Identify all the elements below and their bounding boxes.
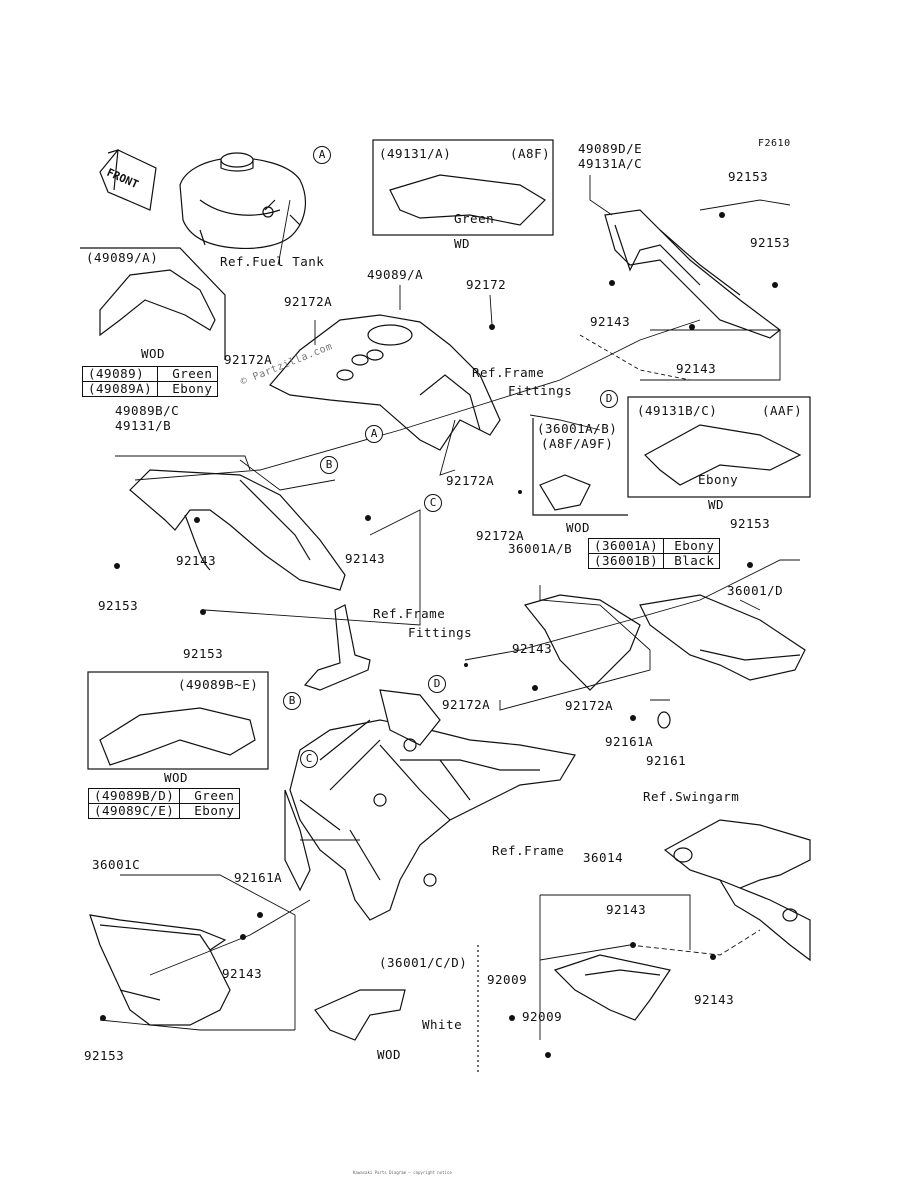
tank-cover-drawing: [269, 314, 501, 451]
front-arrow-icon: [99, 149, 157, 211]
part-label: 92143: [694, 992, 735, 1007]
callout-c-shroud: C: [424, 494, 442, 512]
inset-color: Green: [454, 211, 495, 226]
color-table-36001: (36001A)Ebony (36001B)Black: [587, 538, 721, 569]
inset-tag: WOD: [566, 520, 591, 535]
inset-tag: WD: [454, 236, 471, 251]
ref-frame-fittings-2b: Fittings: [408, 625, 473, 640]
inset-frame-36001ab: [532, 418, 628, 516]
side-cover-drawing: [523, 594, 806, 729]
part-label: 92172: [466, 277, 507, 292]
ref-frame: Ref.Frame: [492, 843, 565, 858]
part-label: 92172A: [442, 697, 491, 712]
part-label: 92161A: [234, 870, 283, 885]
part-label: 92143: [512, 641, 553, 656]
inset-code: (36001A/B): [537, 421, 618, 436]
part-label: 92153: [84, 1048, 125, 1063]
inset-tag: WOD: [164, 770, 189, 785]
part-label: 49131/B: [115, 418, 172, 433]
inset-box-49089be: [87, 671, 269, 770]
ref-frame-fittings-1: Ref.Frame: [472, 365, 545, 380]
part-label: 92161: [646, 753, 687, 768]
frame-fittings-drawing: [303, 604, 371, 691]
part-label: 92143: [345, 551, 386, 566]
part-label: 49089B/C: [115, 403, 180, 418]
right-shroud-drawing: [604, 209, 781, 339]
part-label: 92161A: [605, 734, 654, 749]
ref-frame-fittings-2: Ref.Frame: [373, 606, 446, 621]
inset-tag: WD: [708, 497, 725, 512]
inset-code: (49131/A): [379, 146, 452, 161]
part-label: 92172A: [476, 528, 525, 543]
part-label: 92172A: [284, 294, 333, 309]
part-label: 92009: [522, 1009, 563, 1024]
hardware-dots: [100, 212, 778, 1058]
inset-box-49131bc: [627, 396, 811, 498]
inset-variant: (A8F/A9F): [541, 436, 614, 451]
lower-left-cover-drawing: [89, 914, 231, 1026]
part-label: 92143: [676, 361, 717, 376]
part-label: 92172A: [224, 352, 273, 367]
inset-color: Ebony: [698, 472, 739, 487]
part-label: 92009: [487, 972, 528, 987]
left-shroud-drawing: [129, 469, 346, 591]
part-label: 92172A: [446, 473, 495, 488]
part-label: 92143: [222, 966, 263, 981]
leader-lines: [99, 175, 800, 1040]
part-label: 92153: [730, 516, 771, 531]
inset-code: (49131B/C): [637, 403, 718, 418]
frame-drawing: [284, 689, 576, 921]
callout-d-frame: D: [428, 675, 446, 693]
figure-code: F2610: [758, 138, 791, 149]
swingarm-drawing: [663, 819, 811, 962]
part-label: 36014: [583, 850, 624, 865]
part-label: 49089D/E: [578, 141, 643, 156]
part-label: 49089/A: [367, 267, 424, 282]
part-label: 92143: [176, 553, 217, 568]
chain-cover-drawing: [553, 954, 671, 1021]
part-label: 92143: [590, 314, 631, 329]
inset-code: (36001/C/D): [379, 955, 468, 970]
ref-swingarm: Ref.Swingarm: [643, 789, 740, 804]
inset-tag: WOD: [141, 346, 166, 361]
inset-color: White: [422, 1017, 463, 1032]
inset-code: (49089B~E): [178, 677, 259, 692]
callout-b-shroud: B: [320, 456, 338, 474]
inset-frame-49089a: [80, 247, 226, 360]
fuel-tank-drawing: [179, 152, 307, 250]
inset-variant: (A8F): [510, 146, 551, 161]
color-table-49089: (49089)Green (49089A)Ebony: [81, 366, 219, 397]
inset-variant: (AAF): [762, 403, 803, 418]
part-label: 36001A/B: [508, 541, 573, 556]
callout-d-cover: D: [600, 390, 618, 408]
callout-a-cover: A: [365, 425, 383, 443]
inset-code: (49089/A): [86, 250, 159, 265]
part-label: 92153: [728, 169, 769, 184]
inset-tag: WOD: [377, 1047, 402, 1062]
part-label: 92153: [750, 235, 791, 250]
callout-a-tank: A: [313, 146, 331, 164]
callout-c-frame: C: [300, 750, 318, 768]
inset-box-49131a: [372, 139, 554, 236]
part-label: 36001C: [92, 857, 141, 872]
color-table-49089be: (49089B/D)Green (49089C/E)Ebony: [87, 788, 241, 819]
ref-fuel-tank: Ref.Fuel Tank: [220, 254, 325, 269]
part-label: 36001/D: [727, 583, 784, 598]
ref-frame-fittings-1b: Fittings: [508, 383, 573, 398]
footer-text: Kawasaki Parts Diagram — copyright notic…: [353, 1170, 452, 1175]
part-label: 49131A/C: [578, 156, 643, 171]
part-label: 92143: [606, 902, 647, 917]
callout-b-fitting: B: [283, 692, 301, 710]
part-label: 92153: [183, 646, 224, 661]
part-label: 92172A: [565, 698, 614, 713]
part-label: 92153: [98, 598, 139, 613]
